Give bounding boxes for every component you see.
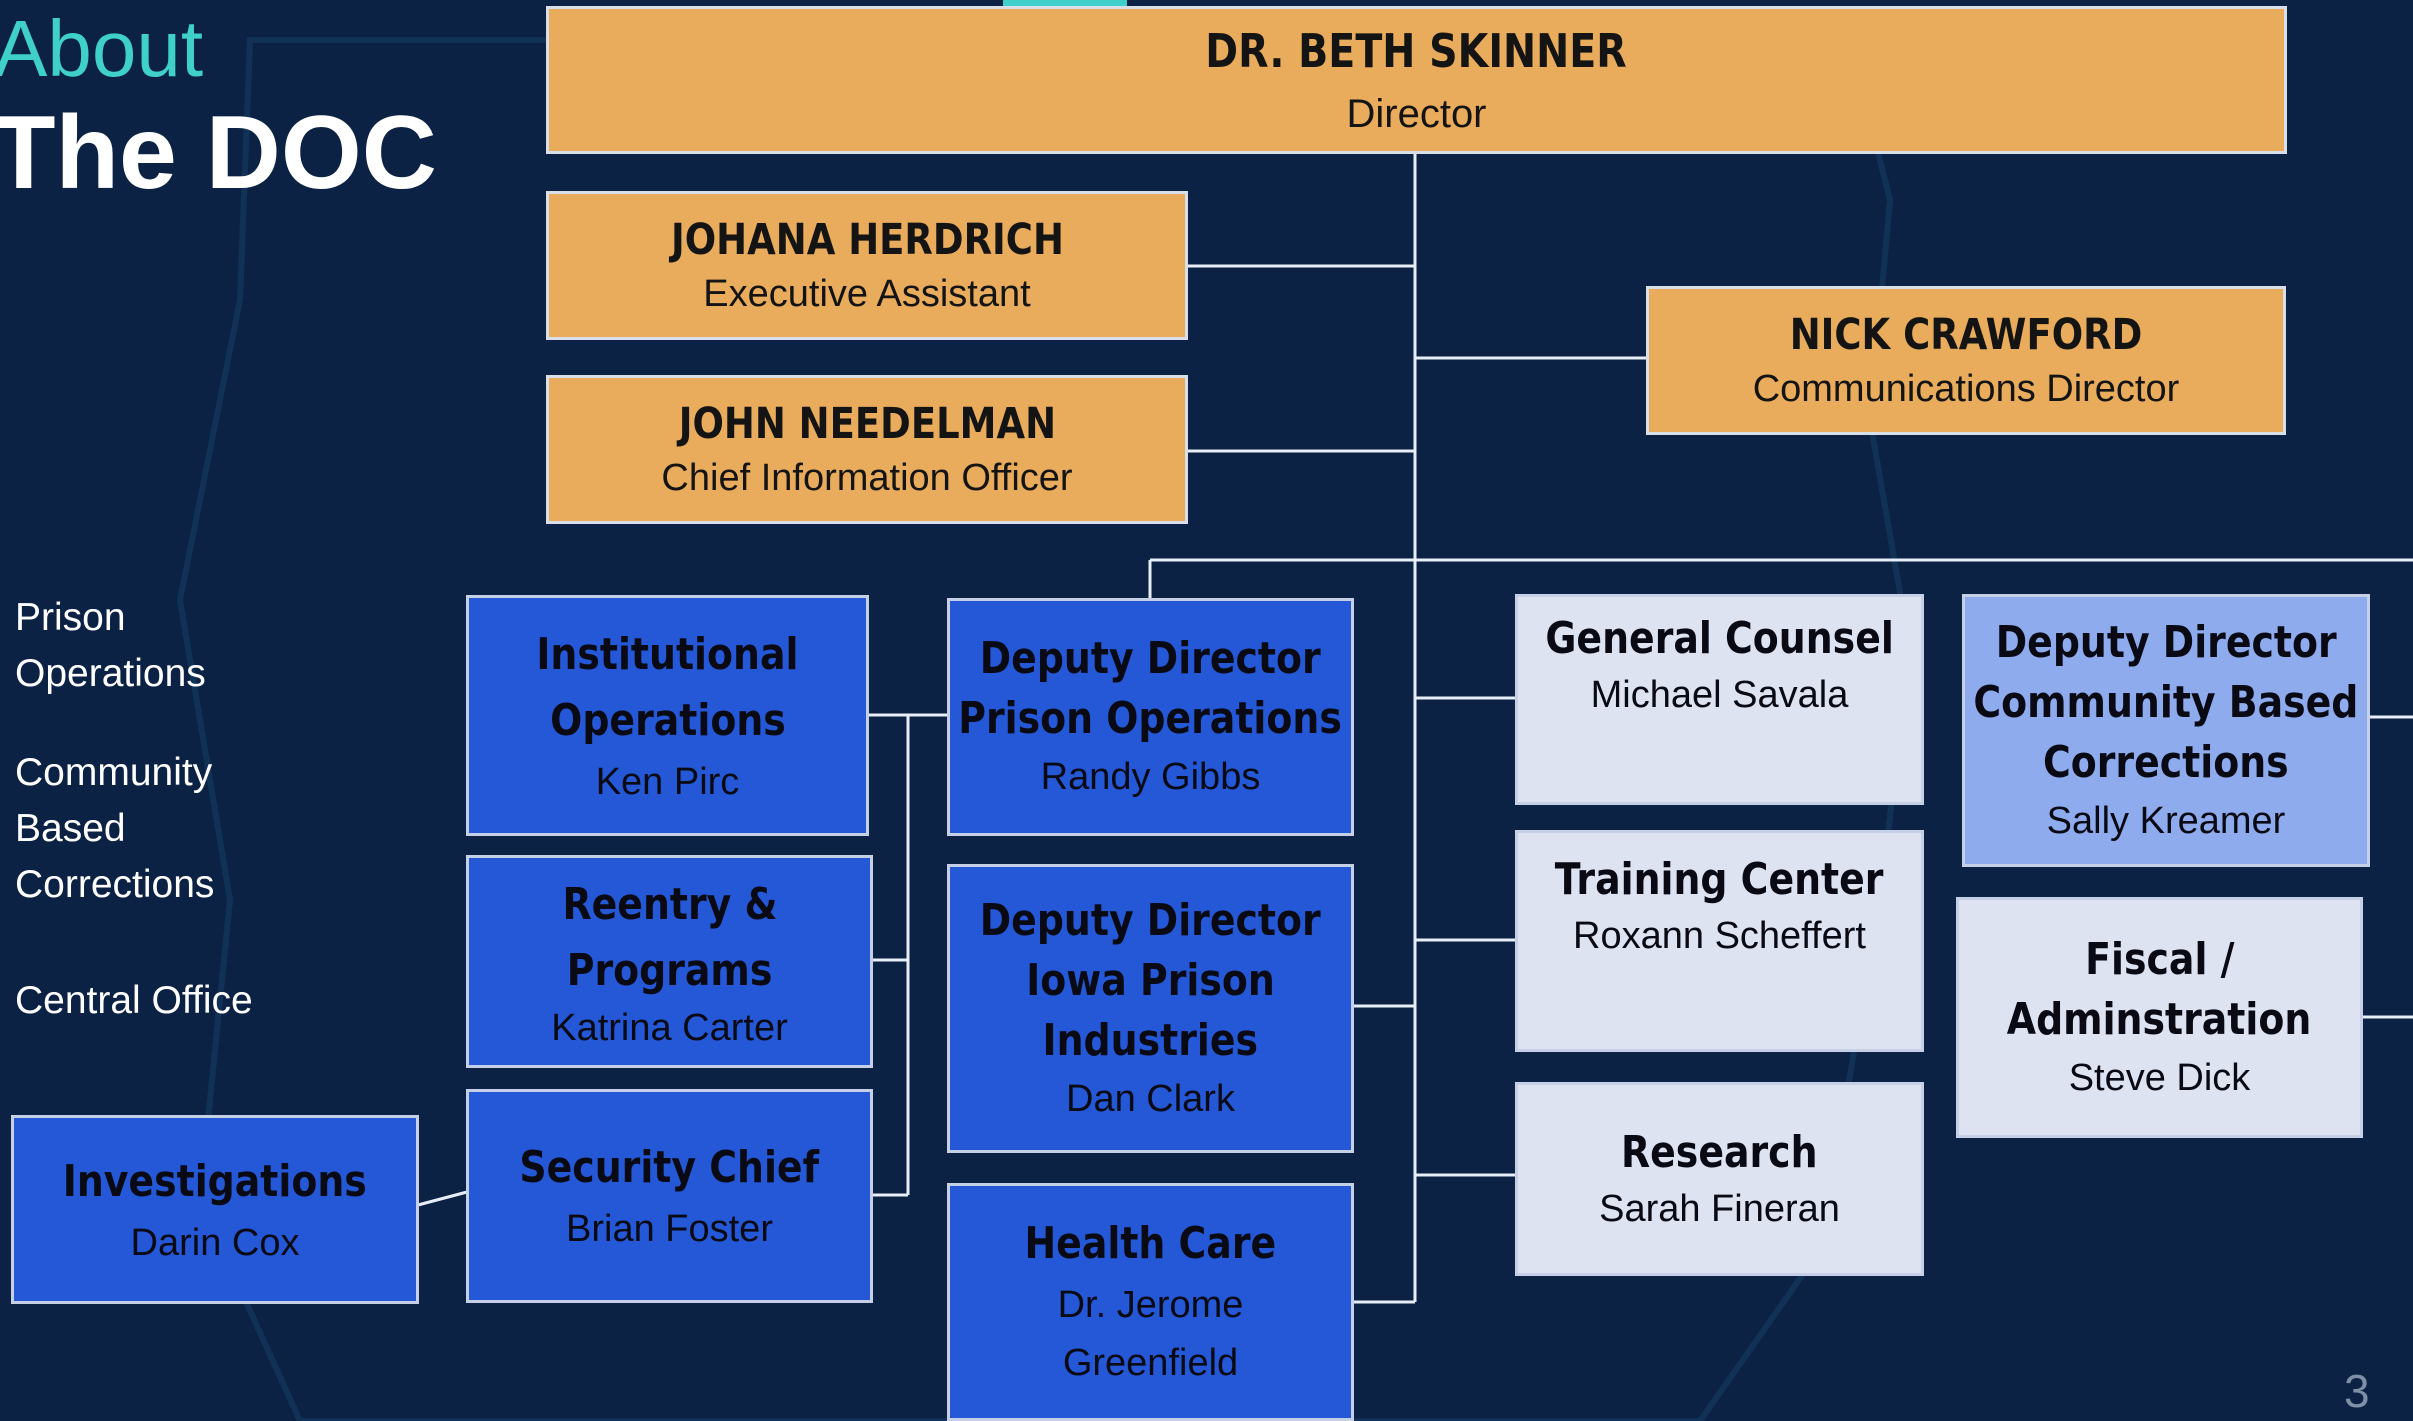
director-title: Director [1346,91,1487,136]
research-title: Research [1621,1127,1818,1178]
communications-title: Communications Director [1752,368,2180,410]
legend-text: Central Office [15,979,253,1022]
fiscal-title: Fiscal / [2084,933,2235,985]
legend-text: Prison [15,596,126,639]
general-counsel-box: General Counsel Michael Savala [1515,594,1924,805]
institutional-operations-title: Institutional [536,628,799,680]
dd-iowa-prison-industries-title: Deputy Director [980,894,1321,946]
dd-iowa-prison-industries-title: Industries [1042,1014,1259,1066]
legend-central-office: Central Office [15,973,253,1029]
dd-prison-operations-box: Deputy Director Prison Operations Randy … [947,598,1354,836]
dd-community-based-title: Deputy Director [1995,616,2337,668]
director-name: DR. BETH SKINNER [1205,23,1628,78]
training-center-name: Roxann Scheffert [1573,915,1866,957]
research-box: Research Sarah Fineran [1515,1082,1924,1276]
training-center-title: Training Center [1555,854,1884,905]
investigations-title: Investigations [62,1155,368,1207]
legend-community-based-corrections: Community Based Corrections [15,745,214,913]
dd-prison-operations-title: Deputy Director [980,633,1321,684]
reentry-programs-title: Programs [566,944,773,996]
training-center-box: Training Center Roxann Scheffert [1515,830,1924,1052]
legend-text: Based [15,807,126,850]
legend-prison-operations: Prison Operations [15,590,206,702]
fiscal-title: Adminstration [2007,993,2312,1045]
director-box: DR. BETH SKINNER Director [546,6,2287,154]
health-care-title: Health Care [1024,1218,1277,1269]
research-name: Sarah Fineran [1599,1188,1840,1230]
reentry-programs-box: Reentry & Programs Katrina Carter [466,855,873,1068]
security-chief-name: Brian Foster [566,1208,773,1250]
investigations-name: Darin Cox [130,1221,300,1264]
dd-community-based-box: Deputy Director Community Based Correcti… [1962,594,2370,867]
executive-assistant-name: JOHANA HERDRICH [670,215,1064,265]
dd-iowa-prison-industries-name: Dan Clark [1066,1077,1235,1120]
institutional-operations-name: Ken Pirc [595,760,740,803]
dd-iowa-prison-industries-title: Iowa Prison [1026,954,1275,1006]
dd-prison-operations-title: Prison Operations [958,693,1343,744]
general-counsel-title: General Counsel [1545,612,1894,664]
fiscal-name: Steve Dick [2068,1056,2251,1099]
cio-box: JOHN NEEDELMAN Chief Information Officer [546,375,1188,524]
legend-text: Community [15,751,213,794]
accent-tab [1003,0,1127,7]
investigations-box: Investigations Darin Cox [11,1115,419,1304]
security-chief-box: Security Chief Brian Foster [466,1089,873,1303]
dd-community-based-title: Community Based [1973,676,2359,728]
health-care-name: Dr. Jerome [1057,1284,1244,1326]
page-number: 3 [2344,1365,2370,1417]
health-care-name: Greenfield [1062,1342,1239,1384]
institutional-operations-box: Institutional Operations Ken Pirc [466,595,869,836]
institutional-operations-title: Operations [549,694,786,746]
communications-name: NICK CRAWFORD [1789,310,2143,360]
health-care-box: Health Care Dr. Jerome Greenfield [947,1183,1354,1421]
cio-title: Chief Information Officer [661,457,1073,499]
dd-community-based-title: Corrections [2043,736,2289,788]
page-title: The DOC [0,95,437,211]
reentry-programs-title: Reentry & [562,878,777,930]
executive-assistant-title: Executive Assistant [703,273,1031,315]
section-label: About [0,4,204,93]
security-chief-title: Security Chief [519,1142,820,1193]
legend-text: Corrections [15,863,215,906]
reentry-programs-name: Katrina Carter [551,1006,788,1049]
dd-prison-operations-name: Randy Gibbs [1040,756,1261,798]
cio-name: JOHN NEEDELMAN [678,399,1056,449]
legend-text: Operations [15,652,206,695]
fiscal-administration-box: Fiscal / Adminstration Steve Dick [1956,897,2363,1138]
dd-community-based-name: Sally Kreamer [2046,799,2286,842]
executive-assistant-box: JOHANA HERDRICH Executive Assistant [546,191,1188,340]
general-counsel-name: Michael Savala [1590,673,1849,716]
dd-iowa-prison-industries-box: Deputy Director Iowa Prison Industries D… [947,864,1354,1153]
communications-director-box: NICK CRAWFORD Communications Director [1646,286,2286,435]
